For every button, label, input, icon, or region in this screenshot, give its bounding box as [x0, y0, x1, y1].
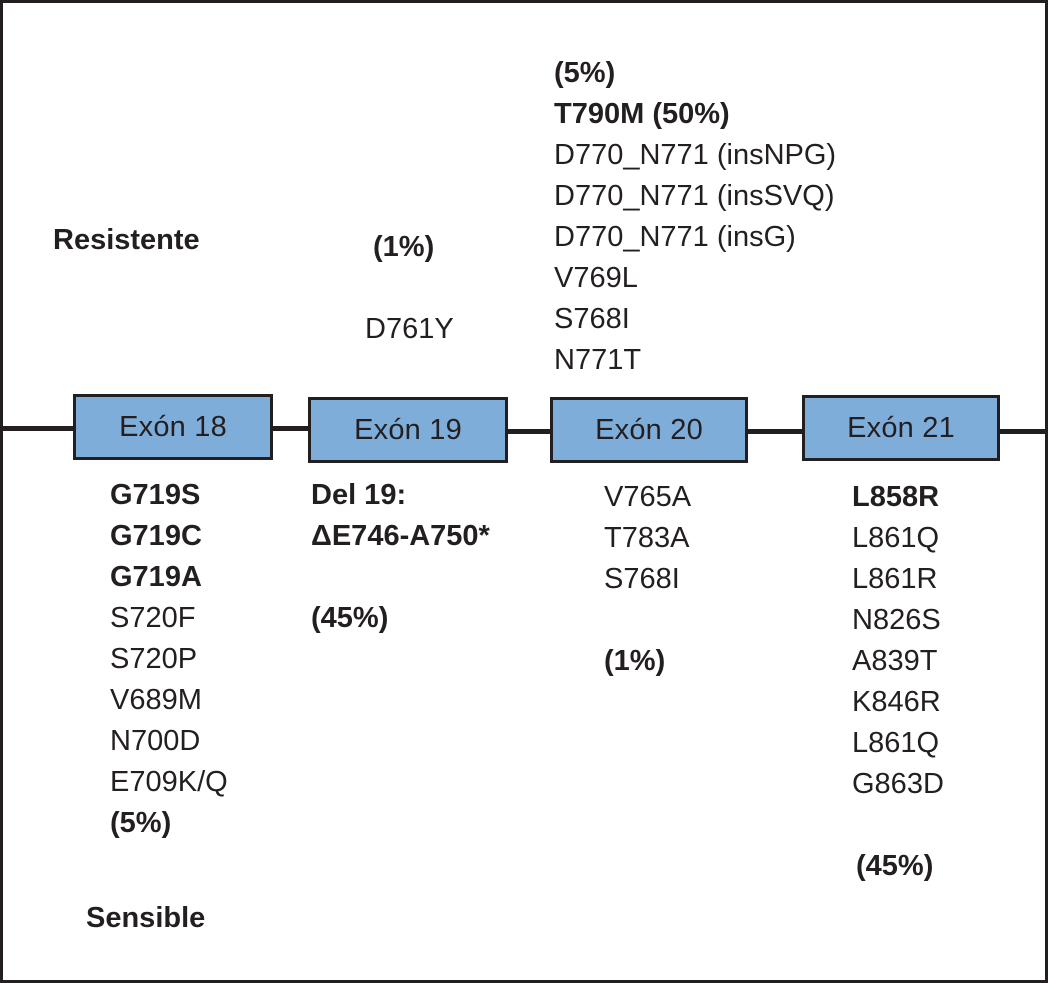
- mutation-entry: L861Q: [852, 727, 940, 759]
- backbone-line-right: [999, 429, 1045, 434]
- mutation-entry: S720F: [110, 602, 196, 634]
- mutation-entry: G719S: [110, 479, 201, 511]
- mutation-entry: N826S: [852, 604, 941, 636]
- mutation-entry: D761Y: [365, 313, 454, 345]
- mutation-entry: V765A: [604, 481, 692, 513]
- frequency-label: (5%): [110, 807, 172, 839]
- exon-box-exon-19[interactable]: Exón 19: [308, 397, 508, 463]
- mutation-entry: S720P: [110, 643, 198, 675]
- mutation-entry: Del 19:: [311, 479, 407, 511]
- sensitive-label: Sensible: [86, 902, 206, 934]
- mutation-entry: T783A: [604, 522, 690, 554]
- frequency-label: (1%): [604, 645, 666, 677]
- exon-box-label: Exón 21: [847, 411, 955, 444]
- mutation-entry: D770_N771 (insNPG): [554, 139, 837, 171]
- frequency-label: (1%): [373, 231, 435, 263]
- mutation-entry: G719A: [110, 561, 202, 593]
- exon-19-mutations-above: (1%) D761Y: [365, 227, 454, 350]
- exon-box-label: Exón 18: [119, 410, 227, 443]
- exon-box-exon-21[interactable]: Exón 21: [802, 395, 1000, 461]
- backbone-line-19-20: [507, 429, 551, 434]
- exon-20-mutations-above: (5%) T790M (50%) D770_N771 (insNPG) D770…: [554, 53, 836, 381]
- mutation-entry: K846R: [852, 686, 941, 718]
- frequency-label: (45%): [311, 602, 389, 634]
- mutation-entry: G863D: [852, 768, 944, 800]
- frequency-label: (45%): [856, 850, 934, 882]
- mutation-entry: L858R: [852, 481, 940, 513]
- mutation-entry: E709K/Q: [110, 766, 228, 798]
- mutation-entry: L861R: [852, 563, 938, 595]
- exon-box-label: Exón 19: [354, 413, 462, 446]
- mutation-entry: ΔE746-A750*: [311, 520, 490, 552]
- backbone-line-18-19: [271, 426, 309, 431]
- exon-18-mutations-below: G719S G719C G719A S720F S720P V689M N700…: [110, 475, 228, 844]
- exon-20-mutations-below: V765A T783A S768I (1%): [604, 477, 691, 682]
- mutation-entry: S768I: [604, 563, 680, 595]
- mutation-entry: N700D: [110, 725, 201, 757]
- exon-19-mutations-below: Del 19: ΔE746-A750* (45%): [311, 475, 490, 639]
- mutation-entry: N771T: [554, 344, 642, 376]
- mutation-entry: V689M: [110, 684, 202, 716]
- exon-21-mutations-below: L858R L861Q L861R N826S A839T K846R L861…: [852, 477, 944, 887]
- mutation-entry: D770_N771 (insSVQ): [554, 180, 835, 212]
- mutation-entry: A839T: [852, 645, 938, 677]
- exon-box-exon-20[interactable]: Exón 20: [550, 397, 748, 463]
- mutation-entry: G719C: [110, 520, 202, 552]
- mutation-entry: D770_N771 (insG): [554, 221, 796, 253]
- backbone-line-20-21: [747, 429, 803, 434]
- exon-box-label: Exón 20: [595, 413, 703, 446]
- mutation-entry: T790M (50%): [554, 98, 730, 130]
- exon-box-exon-18[interactable]: Exón 18: [73, 394, 273, 460]
- mutation-entry: L861Q: [852, 522, 940, 554]
- mutation-entry: S768I: [554, 303, 630, 335]
- mutation-entry: V769L: [554, 262, 638, 294]
- backbone-line-left: [3, 426, 75, 431]
- resistant-label: Resistente: [53, 224, 200, 256]
- frequency-label: (5%): [554, 57, 616, 89]
